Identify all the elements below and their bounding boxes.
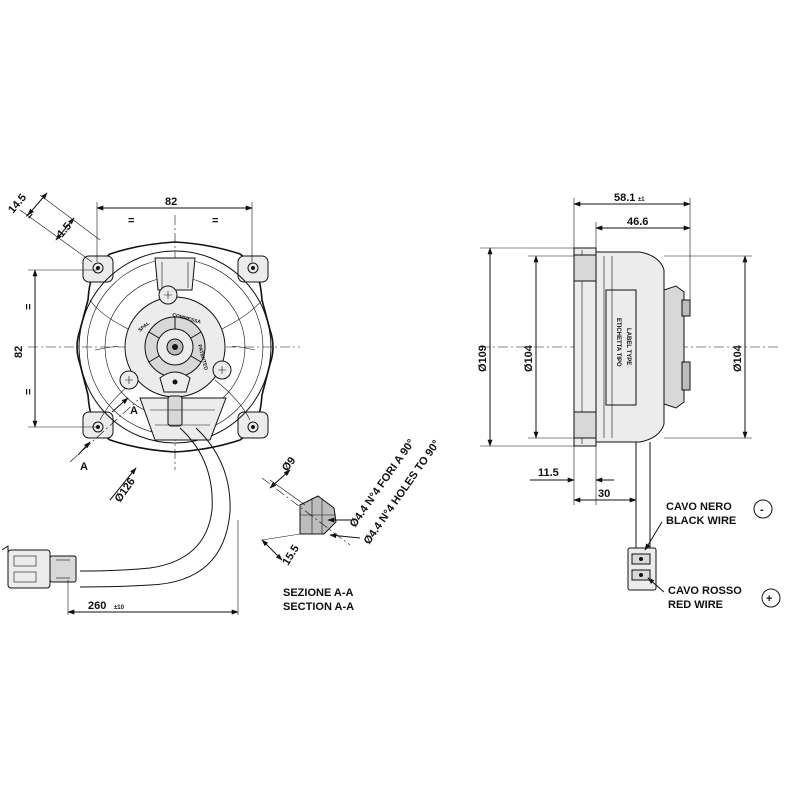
dim-body-text: 46.6 [627, 216, 648, 228]
dimension-offset-30: 30 [573, 480, 637, 505]
dim-eq-top-right: = [212, 215, 218, 227]
motor-hub: SPAL PATENTED COMMESSA [119, 285, 232, 398]
dim-height-text: 82 [13, 346, 25, 358]
dim-outer-diam-text: Ø109 [477, 345, 489, 372]
dim-eq-left-bottom: = [23, 389, 35, 395]
side-view: ETICHETTA TIPO LABEL TYPE 58.1 ±1 46.6 [477, 192, 781, 611]
dimension-length-46-6: 46.6 [595, 216, 691, 250]
section-dim-depth: 15.5 [280, 543, 302, 568]
fan-frame [76, 241, 274, 453]
mounting-hole-tr [247, 262, 259, 274]
dimension-length-58-1: 58.1 ±1 [573, 192, 691, 300]
fan-struts [89, 258, 263, 421]
shroud-outer-ring [78, 250, 272, 444]
dim-eq-ear: = [23, 209, 36, 222]
dimension-width-82: 82 = = [96, 196, 253, 262]
minus-symbol [753, 499, 773, 519]
dim-right-diam-text: Ø104 [732, 344, 744, 372]
dimension-cable-260: 260 ±10 [67, 520, 239, 615]
section-title-en: SECTION A-A [283, 601, 354, 613]
cable-connector [1, 545, 77, 589]
red-wire-en: RED WIRE [668, 599, 723, 611]
dim-diameter-text: Ø126 [113, 476, 138, 505]
label-type-it: ETICHETTA TIPO [615, 318, 621, 367]
dim-cable-text: 260 [88, 600, 106, 612]
red-wire-symbol: + [766, 593, 772, 605]
black-wire-it: CAVO NERO [666, 501, 732, 513]
dimension-diameter-126: Ø126 [109, 467, 138, 505]
dimension-diameter-104-right: Ø104 [664, 255, 752, 439]
red-wire-it: CAVO ROSSO [668, 585, 742, 597]
dim-width-text: 82 [165, 196, 177, 208]
section-marker-lower: A [80, 461, 88, 473]
section-marker-a: A A [69, 397, 139, 473]
plus-symbol [761, 588, 781, 608]
dimension-flange-11-5: 11.5 [530, 446, 614, 505]
motor-back [663, 285, 685, 409]
section-view: Ø9 15.5 Ø4.4 N°4 FORI A 90° Ø4.4 N°4 HOL… [261, 437, 443, 613]
top-strut-housing [154, 257, 196, 291]
black-wire-en: BLACK WIRE [666, 515, 736, 527]
black-wire-callout: CAVO NERO BLACK WIRE - [644, 499, 773, 551]
dim-cable-tol: ±10 [114, 605, 125, 611]
red-wire-callout: CAVO ROSSO RED WIRE + [647, 577, 781, 611]
dim-total-tol: ±1 [638, 197, 645, 203]
cable-exit-housing [139, 395, 227, 441]
side-body [595, 251, 665, 443]
dimension-height-82: 82 = = [13, 269, 98, 428]
dim-total-text: 58.1 [614, 192, 635, 204]
dim-flange-text: 11.5 [538, 467, 559, 479]
mounting-hole-tl [92, 262, 104, 274]
dimension-diameter-109: Ø109 [477, 247, 574, 447]
section-dim-diameter: Ø9 [280, 455, 298, 474]
black-wire-symbol: - [760, 504, 764, 516]
dim-eq-left-top: = [23, 304, 35, 310]
label-type-en: LABEL TYPE [625, 328, 631, 365]
mounting-hole-br [247, 421, 259, 433]
dim-inner-diam-text: Ø104 [523, 344, 535, 372]
section-title-it: SEZIONE A-A [283, 587, 354, 599]
section-marker-upper: A [130, 405, 138, 417]
front-view: SPAL PATENTED COMMESSA [1, 192, 300, 615]
dimension-diameter-104-left: Ø104 [523, 255, 574, 439]
dimension-ear-offset: 14.5 = 1.5 [6, 192, 101, 263]
power-cable [79, 427, 231, 588]
dim-bottom-text: 30 [598, 488, 610, 500]
type-label-area [605, 289, 637, 406]
dim-eq-top-left: = [128, 215, 134, 227]
